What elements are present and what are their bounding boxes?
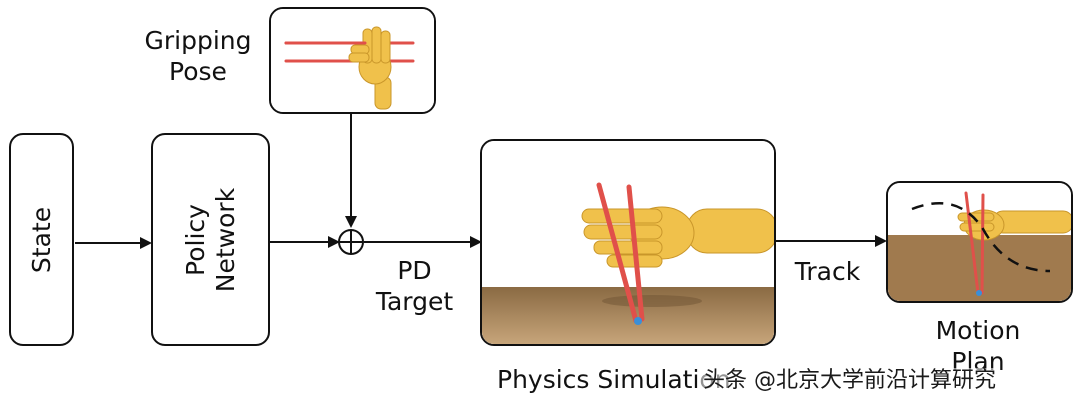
- pd-label-line1: PD: [397, 256, 432, 285]
- motion-label-line1: Motion: [935, 316, 1021, 345]
- policy-network-label: Policy Network: [181, 187, 241, 291]
- motion-plan-image: [886, 181, 1073, 303]
- target-ball: [634, 317, 642, 325]
- watermark-text: 头条 @北京大学前沿计算研究: [700, 368, 999, 393]
- chopstick-left: [596, 182, 639, 324]
- motion-plan-label: Motion Plan: [918, 315, 1038, 377]
- trajectory-path: [911, 201, 1051, 273]
- pd-label-line2: Target: [375, 287, 454, 316]
- gripping-label-line2: Pose: [169, 57, 227, 86]
- policy-label-line1: Policy: [180, 203, 210, 276]
- state-label: State: [26, 206, 56, 273]
- physics-simulation-image: [480, 139, 776, 346]
- gripping-pose-label: Gripping Pose: [133, 25, 263, 87]
- pd-target-label: PD Target: [362, 255, 467, 317]
- hand-icon: [348, 26, 392, 110]
- chopstick-right: [626, 184, 645, 322]
- table-surface-small: [888, 235, 1071, 301]
- sum-junction-icon: [338, 229, 364, 255]
- state-block: State: [9, 133, 74, 346]
- track-label: Track: [794, 257, 861, 286]
- gripping-label-line1: Gripping: [144, 26, 252, 55]
- policy-label-line2: Network: [210, 187, 240, 292]
- physics-simulation-label: Physics Simulation: [497, 365, 731, 394]
- gripping-pose-image: [269, 7, 436, 114]
- watermark: 头条 @北京大学前沿计算研究: [700, 366, 999, 396]
- policy-network-block: Policy Network: [151, 133, 270, 346]
